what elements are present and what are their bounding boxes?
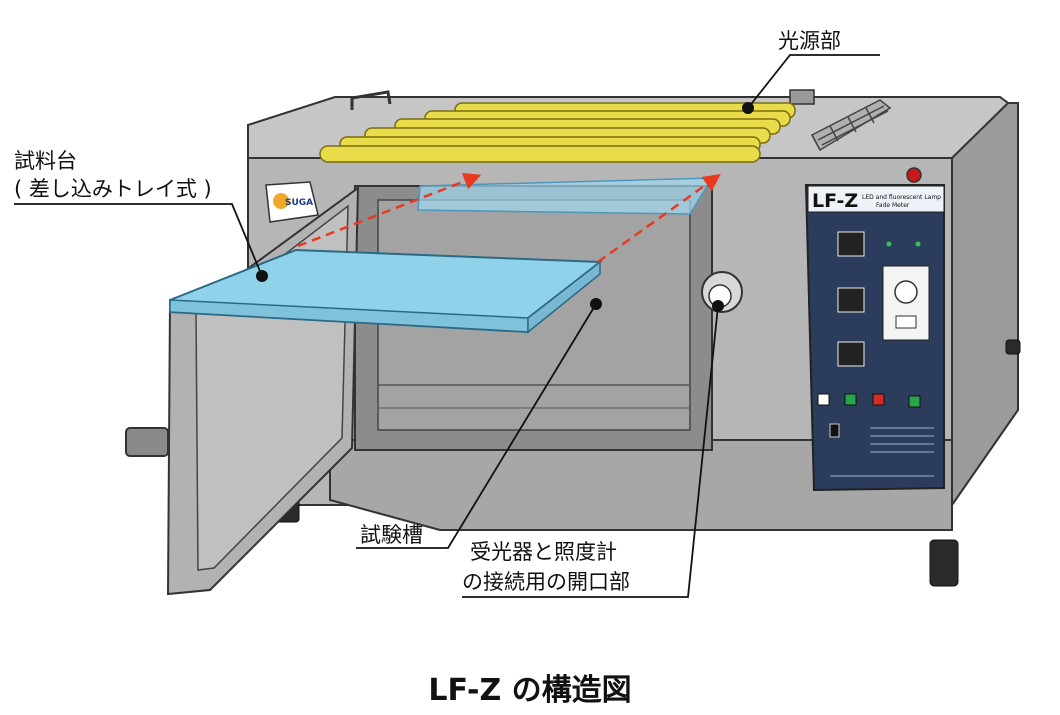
sample-tray [169,248,603,334]
suga-logo: SUGA [265,181,319,223]
label-opening-1: 受光器と照度計 [470,540,617,564]
key-switch[interactable] [829,423,840,438]
panel-model: LF-Z [812,190,858,212]
door-latch [125,427,169,457]
panel-subtitle-2: Fade Meter [876,202,910,209]
controller-1[interactable] [837,231,865,257]
control-panel: LF-Z LED and fluorescent Lamp Fade Meter [804,184,945,492]
leader-light-source [747,54,880,109]
insertion-arrows [297,172,721,264]
label-opening-2: の接続用の開口部 [462,570,630,594]
leader-sample-stage [14,203,263,277]
connection-port [701,271,743,313]
button-red[interactable] [872,393,885,406]
figure-caption: LF-Z の構造図 [428,673,631,708]
button-green-1[interactable] [844,393,857,406]
label-light-source: 光源部 [778,29,841,53]
insertion-arrow-left [297,172,482,248]
label-test-chamber: 試験槽 [360,523,423,547]
top-connector [789,89,815,105]
controller-2[interactable] [837,287,865,313]
button-white[interactable] [817,393,830,406]
button-green-2[interactable] [908,395,921,408]
leader-lines [14,54,880,598]
tray-inserted-outline [417,177,714,215]
leader-dots [256,102,754,312]
lamp-tubes [319,102,796,163]
panel-subtitle-1: LED and fluorescent Lamp [862,194,941,201]
top-handle [350,90,392,110]
cabinet-side [951,102,1019,509]
leader-opening [462,305,719,598]
indicator-lamp [906,167,922,183]
label-sample-stage-2: ( 差し込みトレイ式 ) [14,177,212,201]
vent-grille [810,99,892,152]
label-sample-stage-1: 試料台 [14,149,77,173]
insertion-arrow-right [597,173,721,264]
controller-3[interactable] [837,341,865,367]
dial-knob[interactable] [894,280,918,304]
leader-test-chamber [356,303,597,549]
svg-text:SUGA: SUGA [285,198,313,208]
